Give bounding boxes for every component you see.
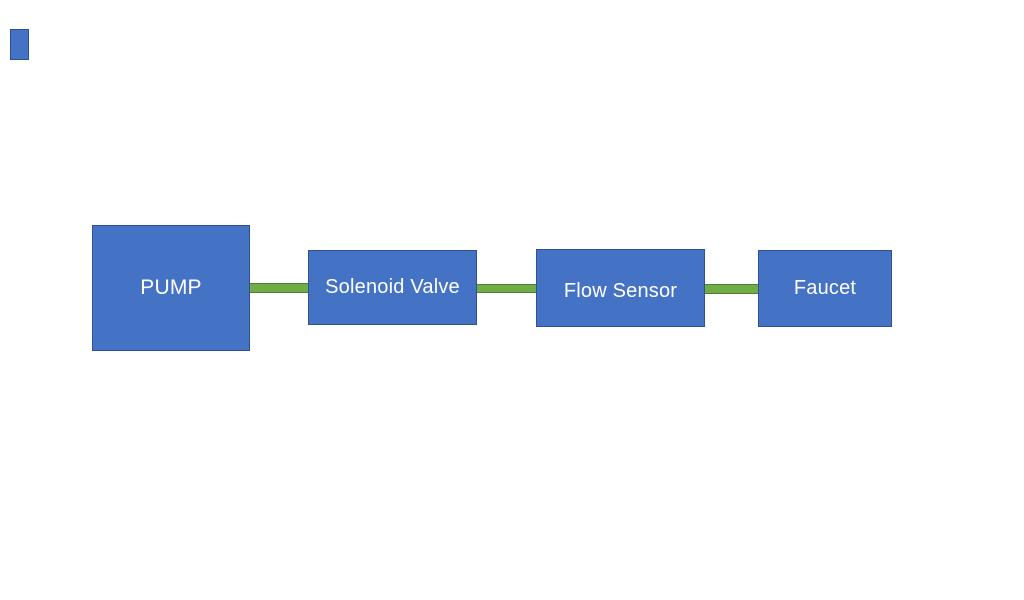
stray-blue-rectangle: [10, 29, 29, 60]
connector-flow-sensor-to-faucet: [703, 284, 760, 294]
node-solenoid-valve: Solenoid Valve: [308, 250, 477, 325]
node-flow-sensor: Flow Sensor: [536, 249, 705, 327]
node-faucet: Faucet: [758, 250, 892, 327]
connector-solenoid-valve-to-flow-sensor: [475, 284, 538, 293]
node-pump: PUMP: [92, 225, 250, 351]
node-faucet-label: Faucet: [793, 277, 857, 299]
connector-pump-to-solenoid-valve: [248, 283, 310, 293]
node-solenoid-valve-label: Solenoid Valve: [325, 276, 460, 298]
node-flow-sensor-label: Flow Sensor: [563, 279, 678, 302]
node-pump-label: PUMP: [140, 276, 202, 299]
